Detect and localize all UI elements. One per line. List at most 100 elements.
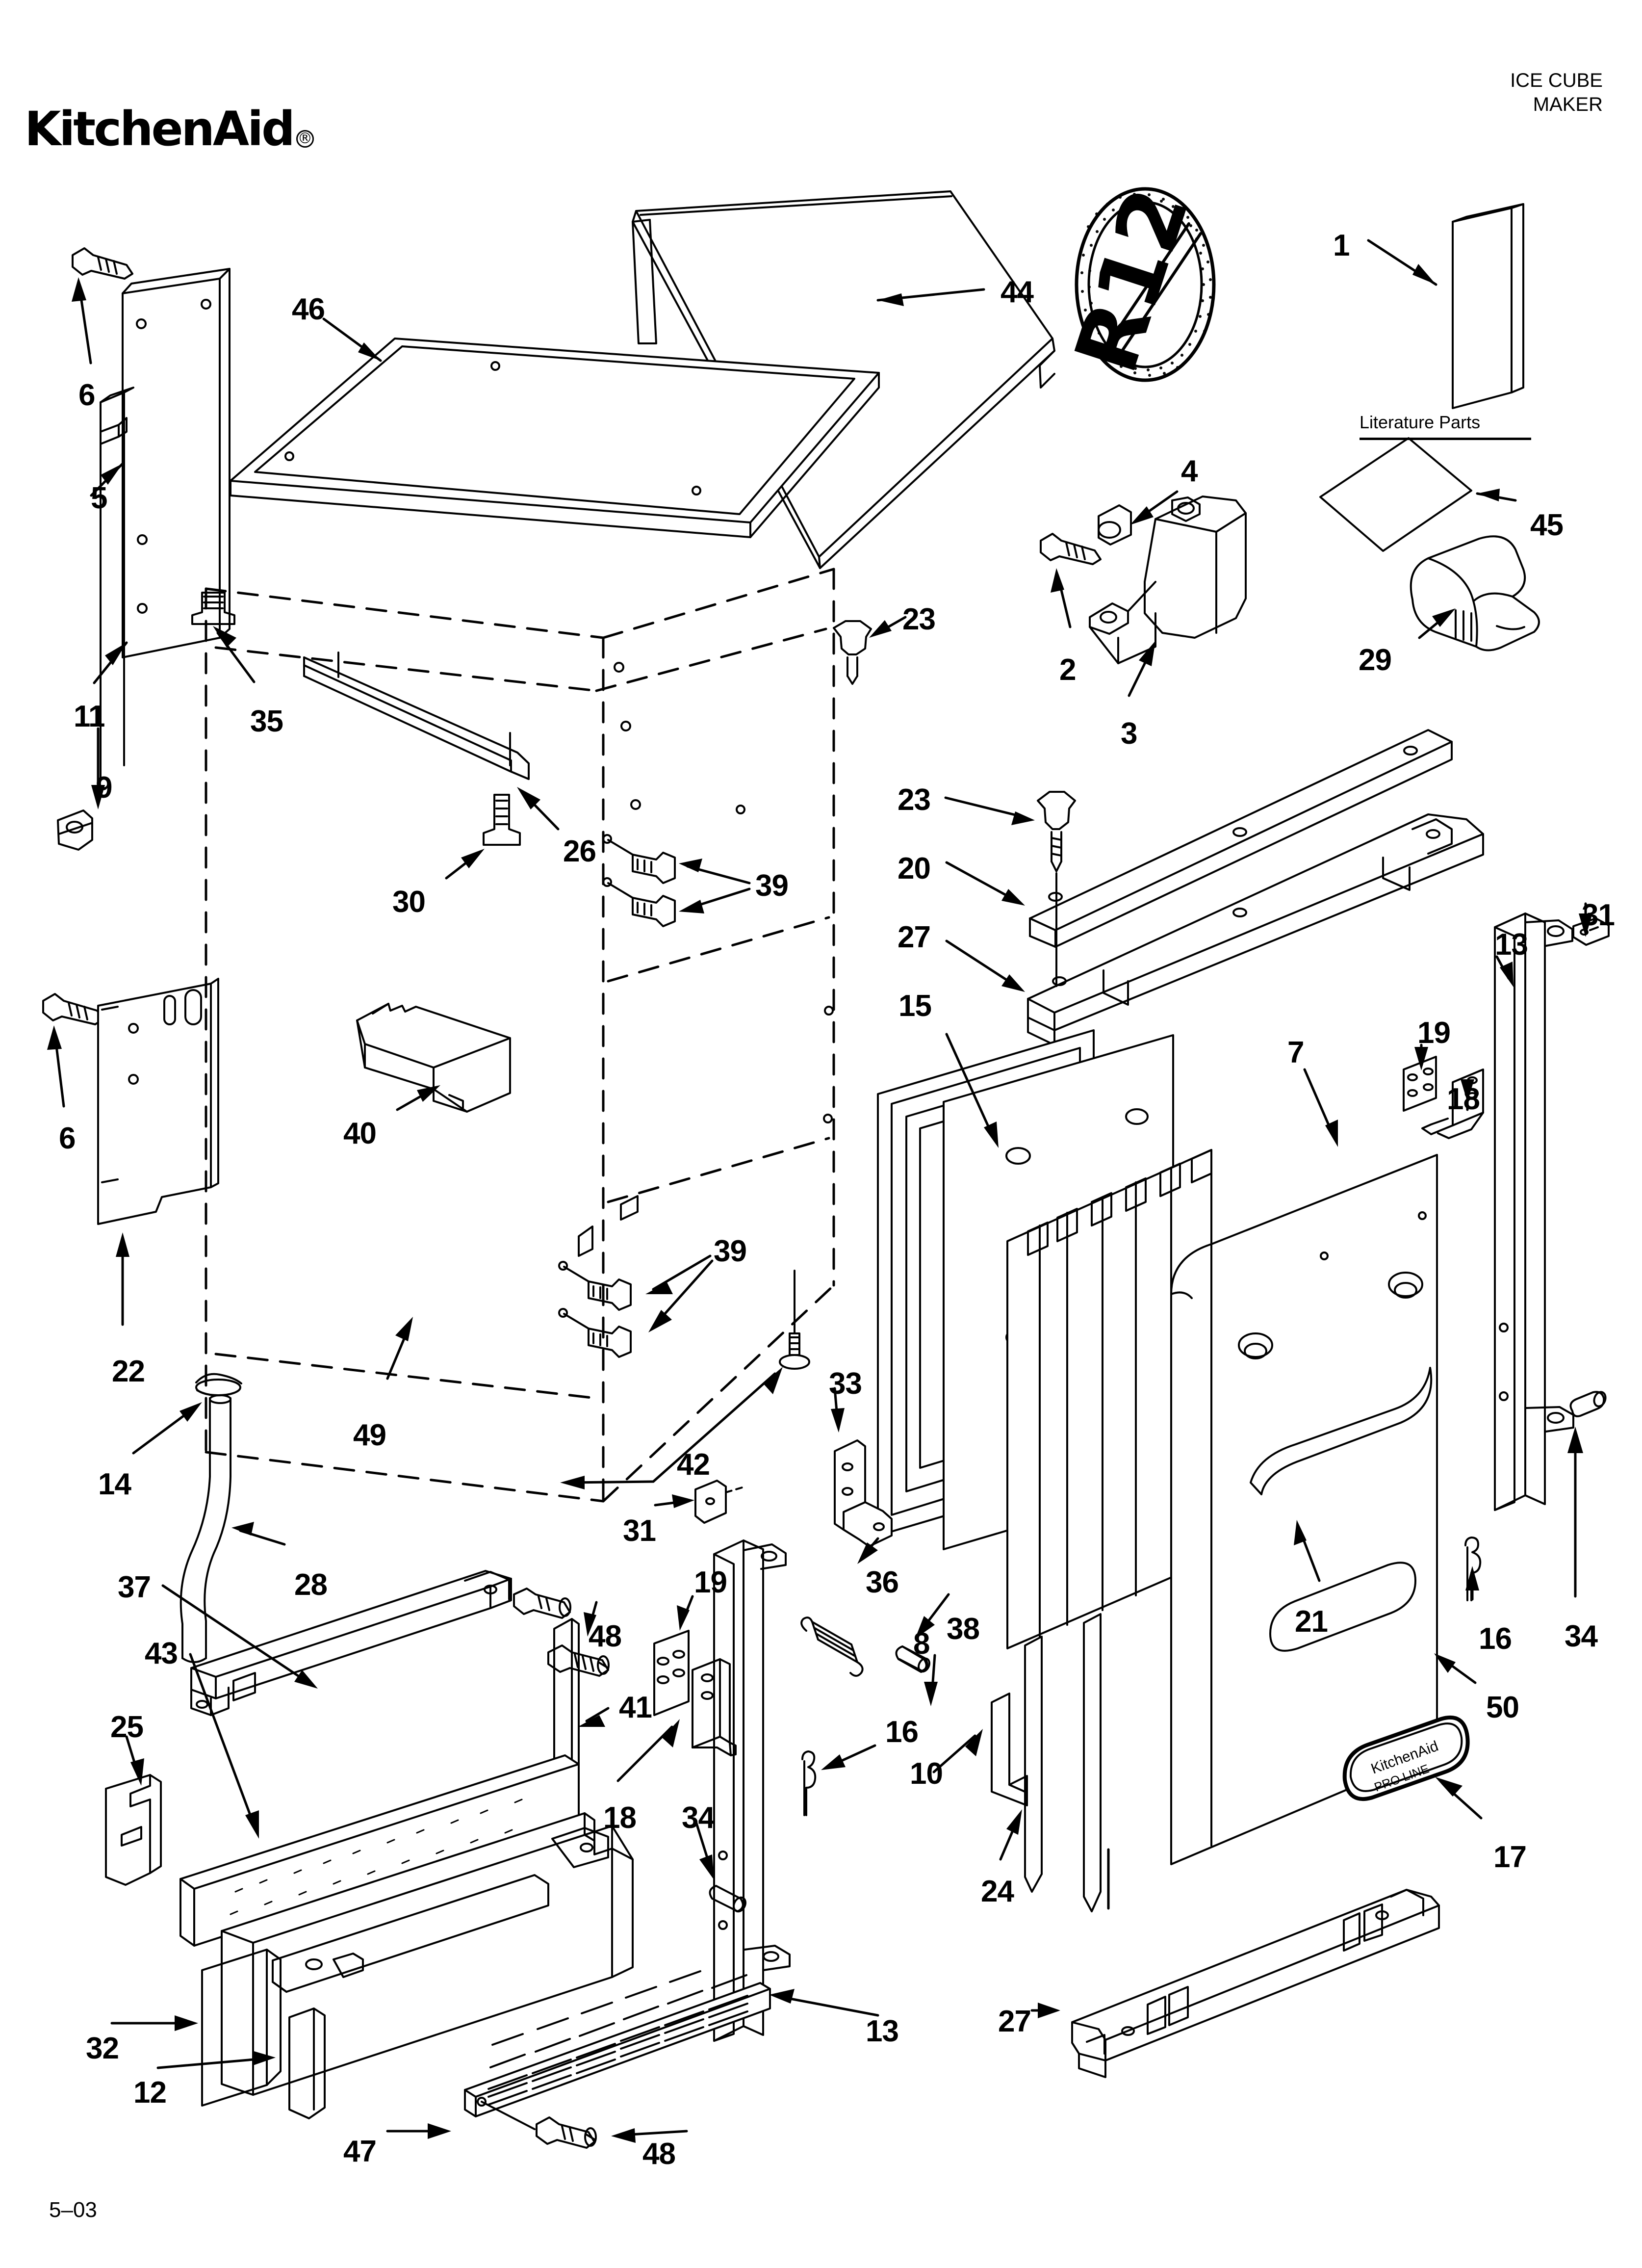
callout-leader-40: [396, 1085, 440, 1111]
callout-leader-36: [857, 1537, 879, 1564]
rail-27-upper: [1027, 813, 1484, 1046]
side-rail-11: [100, 387, 134, 781]
callout-number-22: 22: [112, 1355, 145, 1388]
callout-leader-5: [90, 462, 124, 497]
callout-leader-31-center: [654, 1494, 694, 1508]
callout-number-44: 44: [1001, 275, 1034, 309]
callout-leader-48-center: [584, 1601, 598, 1637]
callout-leader-46: [322, 317, 382, 362]
callout-leader-8: [924, 1654, 938, 1706]
callout-number-6: 6: [78, 378, 95, 412]
callout-leader-23-upper: [944, 796, 1035, 825]
callout-leader-16-center: [821, 1744, 876, 1770]
callout-number-19: 19: [694, 1565, 727, 1599]
callout-leader-25: [125, 1735, 144, 1786]
callout-number-19: 19: [1417, 1016, 1451, 1050]
callout-number-18: 18: [1447, 1082, 1480, 1116]
callout-leader-18-center: [616, 1719, 680, 1782]
callout-number-49: 49: [353, 1418, 386, 1452]
page-title: ICE CUBE MAKER: [1510, 70, 1603, 115]
callout-number-48: 48: [642, 2137, 676, 2171]
panel-edges-24: [1024, 1613, 1102, 1912]
callout-number-29: 29: [1359, 643, 1392, 677]
callout-leader-11: [93, 641, 128, 684]
spring-38: [800, 1616, 864, 1677]
callout-number-46: 46: [292, 292, 325, 326]
callout-leader-1: [1367, 239, 1437, 286]
screw-48-grille: [536, 2116, 597, 2149]
screws-39-lower: [558, 1261, 632, 1358]
callout-number-16: 16: [885, 1715, 919, 1749]
callout-number-3: 3: [1121, 717, 1137, 751]
date-code: 5–03: [49, 2198, 97, 2222]
pin-8: [895, 1645, 931, 1673]
screw-23-upper: [1037, 791, 1076, 872]
callout-number-33: 33: [829, 1367, 862, 1401]
callout-number-9: 9: [96, 771, 112, 805]
callout-number-31: 31: [1582, 898, 1615, 932]
hinge-bracket-36: [834, 1439, 893, 1547]
callout-number-47: 47: [343, 2135, 377, 2168]
callout-leader-26: [517, 787, 560, 831]
callout-leader-50: [1434, 1653, 1477, 1684]
callout-number-17: 17: [1493, 1840, 1527, 1874]
callout-leader-41: [578, 1707, 610, 1727]
callout-leader-48-grille: [611, 2128, 688, 2143]
callout-number-20: 20: [898, 852, 931, 886]
pin-34-right: [1569, 1391, 1607, 1417]
callout-leader-34-center: [694, 1819, 714, 1880]
nameplate-17: KitchenAid PRO LINE: [1342, 1715, 1470, 1801]
callout-number-30: 30: [392, 885, 426, 919]
r12-prohibition-badge: R12: [1056, 177, 1216, 384]
callout-leader-43: [189, 1653, 259, 1839]
clip-9: [57, 809, 93, 851]
callout-number-37: 37: [118, 1570, 151, 1604]
callout-leader-44: [876, 288, 985, 306]
callout-leader-21: [1294, 1520, 1321, 1582]
callout-number-24: 24: [981, 1875, 1014, 1908]
callout-number-23: 23: [898, 783, 931, 817]
callout-leader-19-center: [677, 1595, 694, 1631]
callout-leader-35: [213, 626, 256, 683]
trim-12: [288, 2007, 326, 2119]
callout-leader-14: [132, 1402, 202, 1455]
callout-number-12: 12: [133, 2076, 167, 2110]
callout-number-11: 11: [74, 700, 105, 733]
plate-19-right: [1403, 1056, 1437, 1112]
callout-leader-4: [1130, 490, 1179, 525]
callout-number-27: 27: [898, 920, 931, 954]
callout-number-35: 35: [250, 704, 283, 738]
left-panel: [122, 268, 231, 658]
callout-number-4: 4: [1181, 454, 1198, 488]
svg-text:R12: R12: [1056, 177, 1208, 384]
callout-number-21: 21: [1295, 1605, 1328, 1639]
bracket-rail-26: [303, 652, 530, 780]
callout-leader-10: [932, 1729, 983, 1773]
callout-number-48: 48: [589, 1619, 622, 1653]
screw-48-center: [547, 1644, 610, 1677]
callout-leader-13-right: [1495, 955, 1514, 987]
callout-number-25: 25: [110, 1710, 144, 1744]
callout-leader-28: [231, 1522, 286, 1546]
callout-number-43: 43: [145, 1637, 178, 1670]
callout-number-2: 2: [1059, 653, 1076, 687]
side-panel-22: [97, 978, 219, 1225]
callout-leader-33: [831, 1387, 845, 1433]
retainer-clip-16-right: [1464, 1537, 1482, 1601]
grille-47: [464, 1970, 771, 2130]
screw-6-bottom: [42, 993, 104, 1025]
hose-clamp-14: [195, 1373, 242, 1397]
door-outer-panel-50: [1170, 1154, 1438, 1865]
cabinet-detail-lines: [578, 662, 834, 1257]
literature-parts-label: Literature Parts: [1360, 412, 1481, 432]
callout-number-34: 34: [682, 1801, 715, 1835]
callout-number-23: 23: [902, 602, 936, 636]
callout-number-8: 8: [913, 1627, 930, 1661]
channel-10: [991, 1693, 1028, 1806]
callout-number-15: 15: [898, 989, 932, 1023]
callout-leader-7: [1303, 1068, 1338, 1147]
callout-number-36: 36: [866, 1565, 899, 1599]
callout-leader-30: [445, 849, 485, 880]
callout-number-26: 26: [563, 834, 596, 868]
vertical-rail-13-right: [1494, 912, 1574, 1511]
